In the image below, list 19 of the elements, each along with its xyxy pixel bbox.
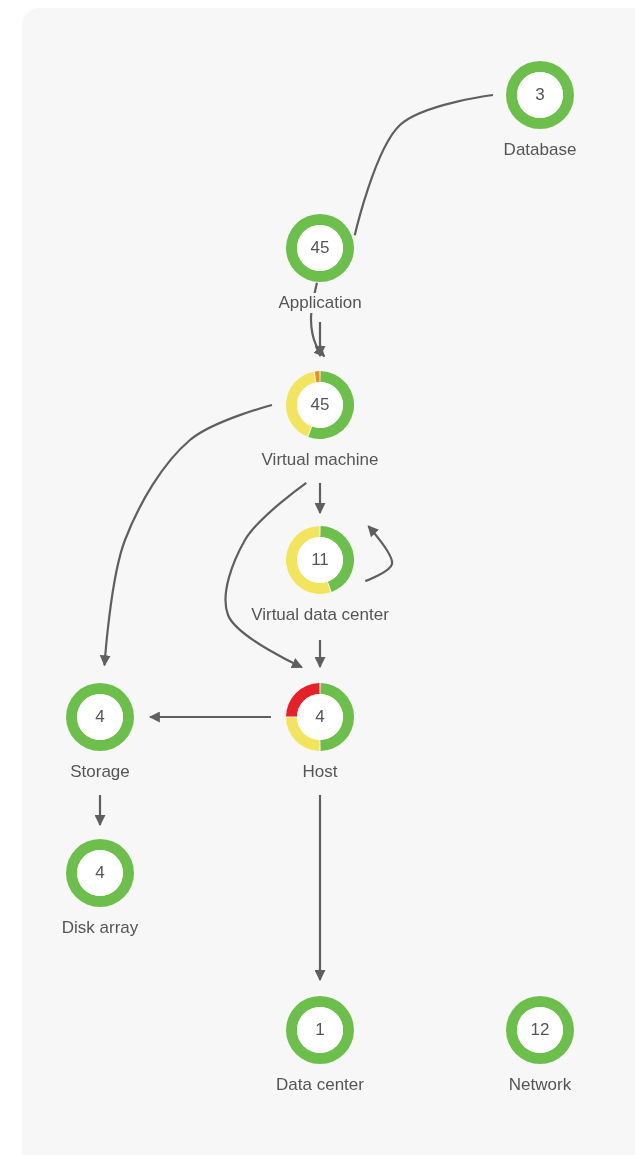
- arrow: [94, 795, 106, 827]
- count-label: 45: [310, 238, 330, 258]
- arrow: [364, 525, 394, 583]
- arrow: [148, 711, 271, 723]
- count-label: 12: [530, 1020, 550, 1040]
- count-label: 4: [315, 707, 325, 727]
- arrow: [99, 403, 273, 667]
- count-label: 4: [95, 863, 105, 883]
- arrow: [224, 481, 307, 669]
- count-label: 3: [535, 85, 545, 105]
- connector-line: [353, 93, 494, 236]
- count-label: 11: [311, 550, 329, 570]
- arrow: [314, 483, 326, 515]
- arrow: [314, 640, 326, 669]
- arrow: [314, 322, 326, 358]
- count-label: 4: [95, 707, 105, 727]
- count-label: 45: [310, 395, 330, 415]
- count-label: 1: [315, 1020, 325, 1040]
- arrow: [314, 795, 326, 982]
